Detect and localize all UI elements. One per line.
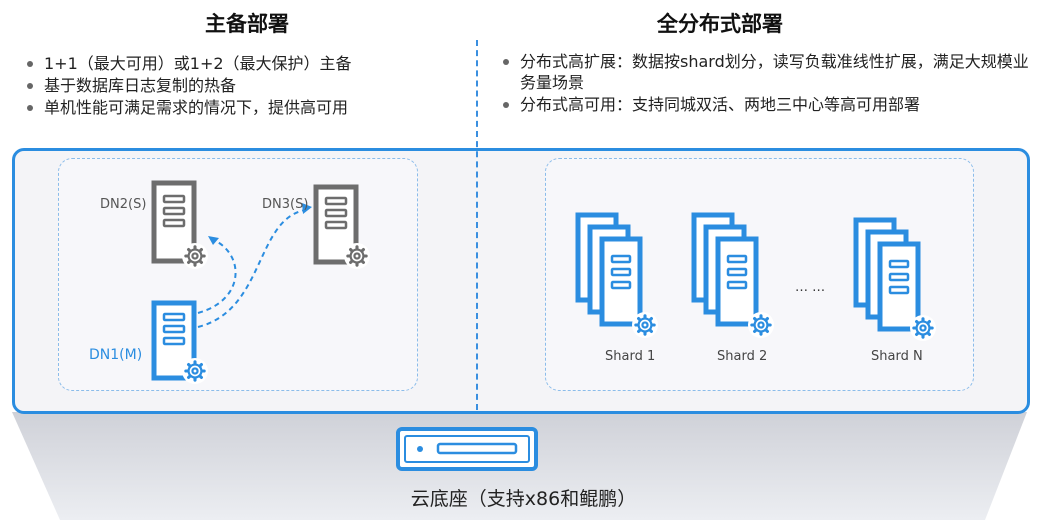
server-dn2-icon (151, 180, 208, 269)
node-label-dn1: DN1(M) (89, 347, 143, 363)
bullet-item: 1+1（最大可用）或1+2（最大保护）主备 (24, 53, 444, 74)
node-label-dn2: DN2(S) (100, 197, 147, 212)
shard-ellipsis: … … (795, 280, 826, 295)
bullet-item: 分布式高扩展：数据按shard划分，读写负载准线性扩展，满足大规模业务量场景 (500, 51, 1035, 93)
replication-arrows (197, 209, 306, 328)
shard-2-stack-icon (691, 212, 774, 338)
title-primary-standby: 主备部署 (205, 12, 289, 36)
shard-label: Shard 1 (605, 349, 656, 364)
server-dn1-icon (151, 300, 208, 384)
bullet-item: 基于数据库日志复制的热备 (24, 75, 444, 96)
section-divider (476, 40, 478, 410)
shard-1-stack-icon (575, 212, 658, 338)
primary-standby-bullets: 1+1（最大可用）或1+2（最大保护）主备 基于数据库日志复制的热备 单机性能可… (24, 53, 444, 119)
bullet-item: 单机性能可满足需求的情况下，提供高可用 (24, 97, 444, 118)
title-distributed: 全分布式部署 (657, 12, 783, 36)
node-label-dn3: DN3(S) (262, 197, 309, 212)
bullet-item: 分布式高可用：支持同城双活、两地三中心等高可用部署 (500, 94, 1035, 115)
shard-label: Shard N (871, 349, 923, 364)
distributed-bullets: 分布式高扩展：数据按shard划分，读写负载准线性扩展，满足大规模业务量场景 分… (500, 51, 1035, 116)
shard-n-stack-icon (853, 217, 936, 341)
shard-label: Shard 2 (717, 349, 768, 364)
arrowheads (208, 203, 312, 245)
cloud-base-server-icon (396, 427, 538, 471)
server-dn3-icon (313, 184, 370, 269)
cloud-base-caption: 云底座（支持x86和鲲鹏） (410, 488, 637, 510)
